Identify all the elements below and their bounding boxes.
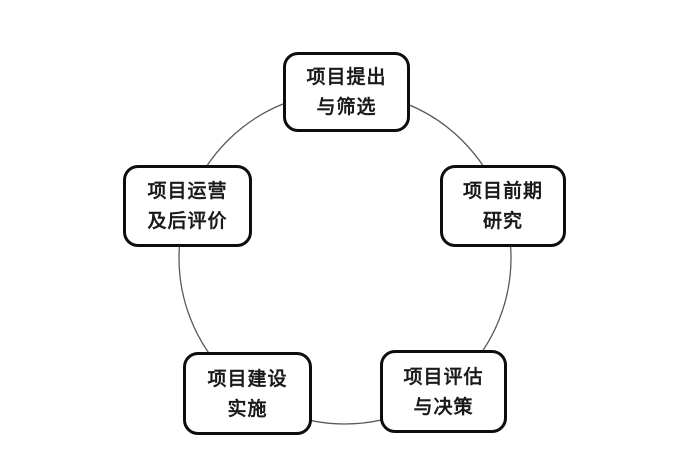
node-preliminary-research: 项目前期 研究 [440,165,566,247]
node-label-line: 与决策 [413,395,474,418]
node-project-proposal: 项目提出 与筛选 [283,52,410,132]
node-operation-post-evaluation: 项目运营 及后评价 [123,165,252,247]
node-label-line: 及后评价 [147,210,228,232]
node-label-line: 项目提出 [306,66,387,88]
node-evaluation-decision: 项目评估 与决策 [380,350,507,433]
node-label-line: 实施 [227,397,268,420]
node-label-line: 项目评估 [403,365,484,388]
node-label-line: 研究 [482,210,523,232]
node-label-line: 项目运营 [147,180,228,202]
node-construction-implementation: 项目建设 实施 [183,352,312,435]
node-label-line: 项目前期 [462,180,543,202]
node-label-line: 项目建设 [207,367,288,390]
node-label-line: 与筛选 [316,96,377,118]
